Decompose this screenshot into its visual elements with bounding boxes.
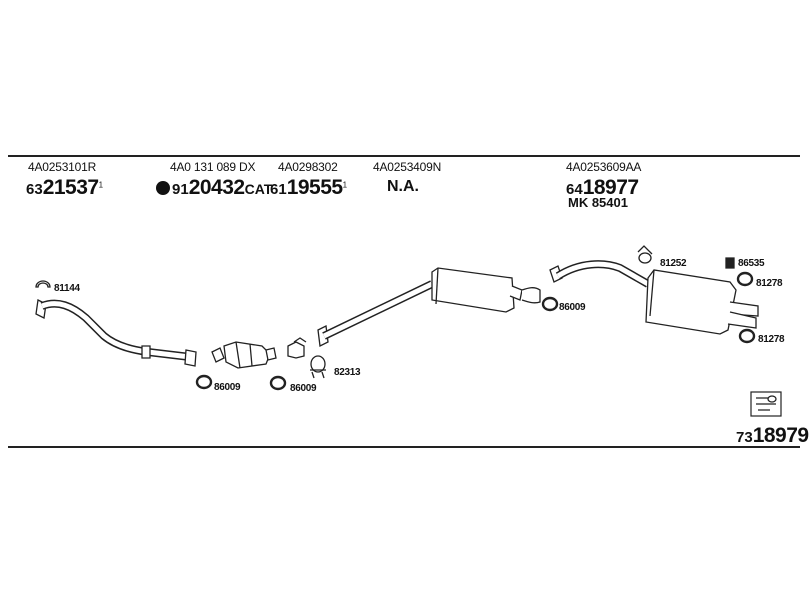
middle-pipe-icon [317,280,434,347]
oem-number-5: 4A0253609AA [566,160,642,174]
label-81278-b: 81278 [758,334,785,345]
hanger-81252-icon [637,245,653,264]
catalyst-icon [211,341,277,369]
code-prefix: 91 [172,181,189,198]
top-rule [8,155,800,157]
code-main: 21537 [42,176,99,199]
catalyst-dot-icon [156,181,170,195]
bracket-icon [287,337,307,359]
label-86535: 86535 [738,258,765,269]
ring-81278-a-icon [736,271,754,287]
ring-86009-c-icon [541,296,559,312]
label-86009-a: 86009 [214,382,241,393]
ring-86009-b-icon [269,375,287,391]
code-prefix: 73 [736,429,753,446]
tools-kit-icon [750,391,782,417]
code-main: 18977 [582,176,639,199]
bottom-rule [8,446,800,448]
code-note: 1 [98,180,104,190]
oem-number-2: 4A0 131 089 DX [170,160,256,174]
oem-number-4: 4A0253409N [373,160,442,174]
code-main: 20432 [188,176,245,199]
code-suffix: CAT [244,181,273,197]
label-86009-b: 86009 [290,383,317,394]
not-available-label: N.A. [387,178,419,195]
rear-muffler-icon [645,269,759,335]
mounting-kit-number: MK 85401 [568,195,628,210]
code-main: 19555 [286,176,343,199]
label-82313: 82313 [334,367,361,378]
ring-81278-b-icon [738,328,756,344]
front-pipe-icon [35,299,197,367]
label-81144: 81144 [54,283,80,294]
clamp-81144-icon [35,280,51,288]
damper-86535-icon [725,257,735,269]
part-code-3[interactable]: 61195551 [270,177,347,198]
clamp-82313-icon [310,355,326,379]
code-prefix: 64 [566,181,583,198]
part-code-1[interactable]: 63215371 [26,177,103,198]
part-code-5[interactable]: 6418977 [566,177,639,198]
center-muffler-icon [431,267,541,313]
code-prefix: 61 [270,181,287,198]
part-code-2[interactable]: 9120432CAT [156,177,272,198]
label-86009-c: 86009 [559,302,586,313]
code-prefix: 63 [26,181,43,198]
label-81278-a: 81278 [756,278,783,289]
ring-86009-a-icon [195,374,213,390]
oem-number-3: 4A0298302 [278,160,338,174]
kit-code[interactable]: 7318979 [736,425,809,446]
label-81252: 81252 [660,258,687,269]
oem-number-1: 4A0253101R [28,160,97,174]
rear-pipe-icon [549,260,650,288]
code-note: 1 [342,180,348,190]
code-main: 18979 [752,424,809,447]
